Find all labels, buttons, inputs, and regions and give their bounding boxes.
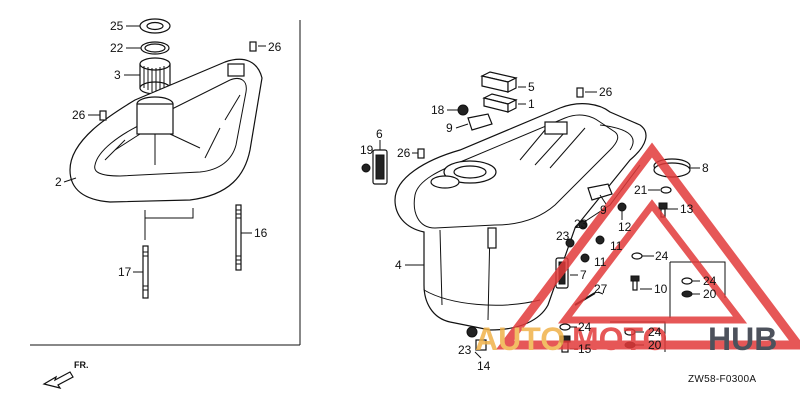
dowel-pin-26c [576,87,584,98]
plug-14 [475,339,487,351]
callout-13: 13 [680,202,694,216]
callout-8: 8 [702,161,709,175]
front-arrow: FR. [42,360,89,389]
watermark-text-left: AUTO [475,321,565,357]
watermark-text-middle: MOTO [572,321,667,357]
washer-21 [660,186,672,194]
plate-9b [587,183,613,201]
callout-10: 10 [654,282,668,296]
bolt-23a [578,220,588,230]
callout-24d: 24 [648,325,662,339]
callout-19: 19 [360,143,374,157]
callout-9: 9 [446,121,453,135]
lower-case-body-4 [394,103,647,331]
callout-18: 18 [431,103,445,117]
stud-bolt-17 [142,245,149,299]
grommet-6 [372,149,388,185]
bolt-12 [617,202,627,212]
callout-23c: 23 [458,343,472,357]
callout-labels: 25 22 3 26 26 2 16 17 5 1 18 9 26 6 19 2… [55,19,717,373]
callout-7: 7 [580,268,587,282]
callout-26c: 26 [599,85,613,99]
callout-1: 1 [528,97,535,111]
bolt-11a [595,235,605,245]
bolt-23c [466,326,478,338]
callout-23a: 23 [574,217,588,231]
plate-9 [467,113,493,131]
washer-20a [681,290,693,298]
callout-17: 17 [118,265,132,279]
dowel-pin-26a [249,41,257,52]
callout-20b: 20 [648,338,662,352]
callout-12: 12 [618,220,632,234]
watermark-triangle-icon [495,142,800,350]
nut-18 [457,104,469,116]
callout-23b: 23 [556,229,570,243]
bolt-23b [565,238,575,248]
callout-26b: 26 [72,108,86,122]
callout-6: 6 [376,127,383,141]
left-leader-lines [63,25,266,273]
callout-21: 21 [634,183,648,197]
bolt-11b [580,253,590,263]
callout-24b: 24 [703,274,717,288]
right-gear-case [394,103,647,331]
washer-24a [631,252,643,260]
callout-16: 16 [254,226,268,240]
bolt-10 [630,275,640,291]
callout-3: 3 [114,68,121,82]
watermark: AUTO MOTO HUB [475,142,800,357]
left-gear-case [69,18,263,299]
bolt-19 [361,163,371,173]
front-marker-text: FR. [74,360,89,370]
callout-26d: 26 [397,146,411,160]
washer-24b [681,277,693,285]
callout-20a: 20 [703,287,717,301]
callout-27: 27 [594,282,608,296]
stud-bolt-16 [235,204,242,271]
callout-4: 4 [395,258,402,272]
callout-11b: 11 [594,255,607,269]
dowel-pin-26b [99,110,107,121]
callout-25: 25 [110,19,124,33]
callout-5: 5 [528,80,535,94]
callout-24c: 24 [578,320,592,334]
watermark-text-right: HUB [708,321,777,357]
needle-bearing-3 [139,57,171,95]
callout-14: 14 [477,359,491,373]
dowel-pin-26d [417,148,425,159]
diagram-code: ZW58-F0300A [688,374,756,385]
callout-15: 15 [578,342,592,356]
callout-11a: 11 [610,239,623,253]
callout-2: 2 [55,175,62,189]
callout-26a: 26 [268,40,282,54]
callout-22: 22 [110,41,124,55]
callout-9b: 9 [600,203,607,217]
callout-24a: 24 [655,249,669,263]
